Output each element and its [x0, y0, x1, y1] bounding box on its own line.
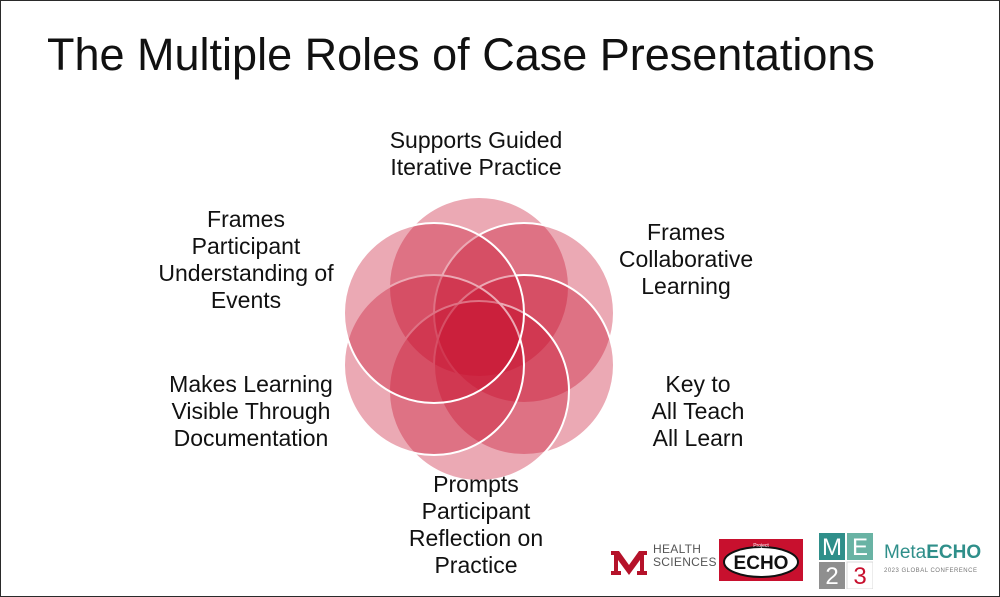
me-digit-3: 3 — [853, 563, 866, 589]
project-echo-logo: Project ECHO — [719, 539, 803, 581]
meta-suffix: ECHO — [926, 542, 982, 563]
metaecho-subtitle: 2023 GLOBAL CONFERENCE — [884, 568, 978, 574]
me-letter-e: E — [852, 534, 868, 561]
role-frames-understanding: Frames Participant Understanding of Even… — [158, 206, 334, 313]
me-digit-2: 2 — [825, 563, 838, 589]
role-key-to-all-teach: Key to All Teach All Learn — [651, 371, 745, 451]
role-frames-collaborative-learning: Frames Collaborative Learning — [618, 219, 754, 299]
circle-upper-left — [343, 222, 525, 404]
metaecho-wordmark: MetaECHO — [884, 543, 981, 563]
me23-logo: M E 2 3 — [819, 533, 873, 589]
role-supports-guided-practice: Supports Guided Iterative Practice — [389, 127, 563, 180]
health-sciences-label: HEALTH SCIENCES — [653, 542, 717, 569]
meta-prefix: Meta — [884, 542, 927, 563]
me-letter-m: M — [822, 534, 842, 561]
unm-logo-icon — [611, 551, 647, 575]
logo-strip: HEALTH SCIENCES Project ECHO M E 2 3 Met… — [601, 531, 999, 591]
role-makes-learning-visible: Makes Learning Visible Through Documenta… — [169, 371, 333, 451]
circle-lower-left — [343, 274, 525, 456]
echo-label: ECHO — [734, 553, 789, 574]
role-prompts-reflection: Prompts Participant Reflection on Practi… — [408, 471, 544, 578]
slide-title: The Multiple Roles of Case Presentations — [47, 29, 875, 80]
project-label: Project — [753, 543, 769, 549]
